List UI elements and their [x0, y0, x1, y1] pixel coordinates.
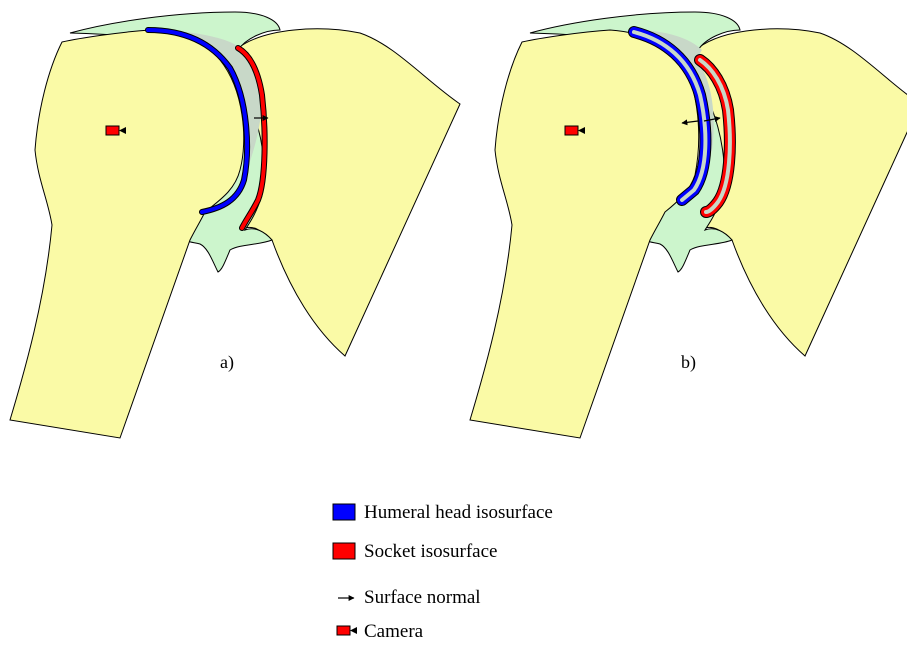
legend-label: Socket isosurface [364, 541, 497, 562]
camera-icon [337, 626, 357, 635]
panel-a-label: a) [220, 352, 234, 373]
blue-swatch-icon [333, 504, 355, 520]
legend: Humeral head isosurface Socket isosurfac… [333, 502, 553, 642]
legend-item: Surface normal [338, 587, 481, 608]
panel-a: a) [10, 12, 460, 438]
panel-b-label: b) [681, 352, 696, 373]
red-swatch-icon [333, 543, 355, 559]
legend-label: Humeral head isosurface [364, 502, 553, 523]
legend-label: Camera [364, 621, 424, 642]
legend-item: Humeral head isosurface [333, 502, 553, 523]
legend-item: Socket isosurface [333, 541, 497, 562]
legend-label: Surface normal [364, 587, 481, 608]
socket-bone [233, 29, 460, 356]
legend-item: Camera [337, 621, 424, 642]
panel-b: b) [470, 12, 907, 438]
